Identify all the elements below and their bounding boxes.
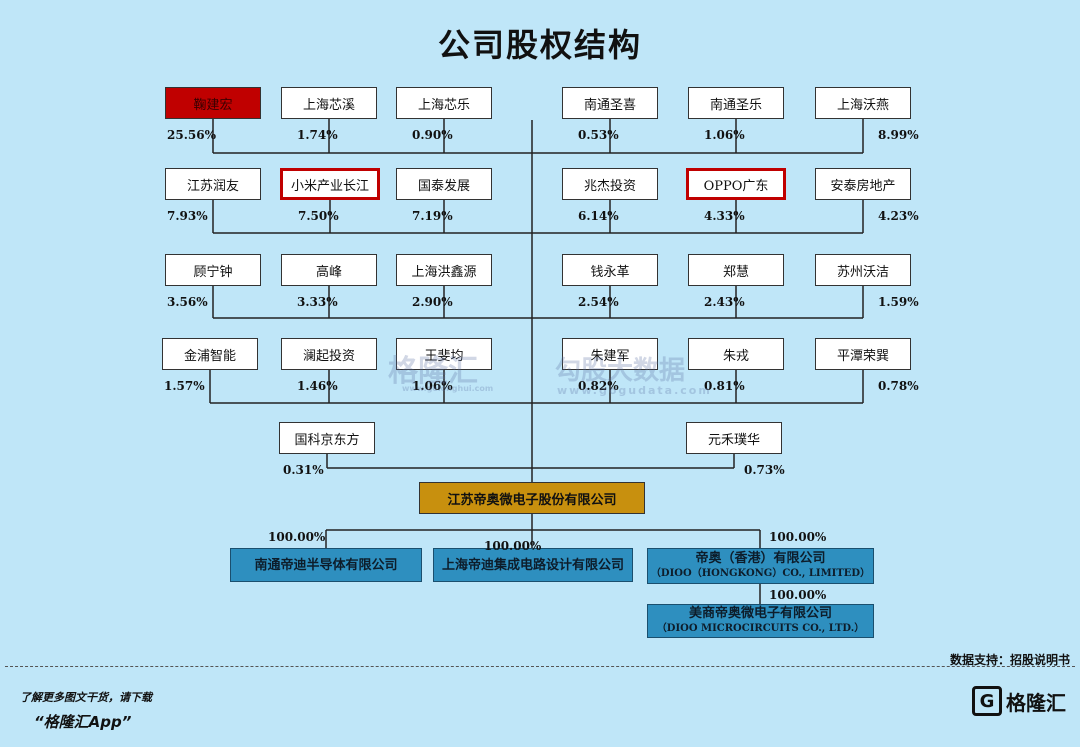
subsidiary-en-name: （DIOO（HONGKONG）CO., LIMITED） — [650, 568, 871, 579]
shareholder-pct: 8.99% — [878, 128, 919, 142]
shareholder-pct: 7.50% — [298, 209, 339, 223]
shareholder-pct: 0.53% — [578, 128, 619, 142]
watermark-brand-url: www.gelonghui.com — [402, 384, 494, 393]
shareholder-pct: 4.23% — [878, 209, 919, 223]
shareholder-box: 安泰房地产 — [815, 168, 911, 200]
footer-line2: “格隆汇App” — [34, 713, 132, 731]
subsidiary-box: 帝奥（香港）有限公司 （DIOO（HONGKONG）CO., LIMITED） — [647, 548, 874, 584]
shareholder-box: 王斐均 — [396, 338, 492, 370]
shareholder-pct: 1.57% — [164, 379, 205, 393]
shareholder-pct: 0.82% — [578, 379, 619, 393]
shareholder-box: 江苏润友 — [165, 168, 261, 200]
shareholder-box: 苏州沃洁 — [815, 254, 911, 286]
footer-line1: 了解更多图文干货，请下载 — [20, 691, 152, 704]
shareholder-box: 金浦智能 — [162, 338, 258, 370]
watermark-brand2: 勾股大数据 — [555, 356, 686, 386]
shareholder-pct: 0.31% — [283, 463, 324, 477]
subsidiary-name: 南通帝迪半导体有限公司 — [254, 557, 398, 573]
subsidiary-box: 上海帝迪集成电路设计有限公司 — [433, 548, 633, 582]
brand-logo: G 格隆汇 — [972, 686, 1066, 716]
shareholder-box: 顾宁钟 — [165, 254, 261, 286]
shareholder-pct: 1.06% — [412, 379, 453, 393]
shareholder-box: 上海芯溪 — [281, 87, 377, 119]
shareholder-box: 平潭荣巽 — [815, 338, 911, 370]
shareholder-pct: 1.46% — [297, 379, 338, 393]
source-note: 数据支持：招股说明书 — [949, 653, 1070, 667]
shareholder-box: 南通圣乐 — [688, 87, 784, 119]
shareholder-pct: 0.73% — [744, 463, 785, 477]
shareholder-pct: 6.14% — [578, 209, 619, 223]
shareholder-pct: 3.33% — [297, 295, 338, 309]
shareholder-box: 南通圣喜 — [562, 87, 658, 119]
shareholder-pct: 2.43% — [704, 295, 745, 309]
watermark-brand2-url: www.gogudata.com — [557, 384, 712, 397]
shareholder-pct: 25.56% — [167, 128, 216, 142]
subsidiary-name: 帝奥（香港）有限公司 — [695, 551, 826, 566]
shareholder-box: 鞠建宏 — [165, 87, 261, 119]
shareholder-box: 朱建军 — [562, 338, 658, 370]
subsidiary-name: 上海帝迪集成电路设计有限公司 — [441, 557, 624, 573]
logo-g-icon: G — [972, 686, 1002, 716]
shareholder-box: 国科京东方 — [279, 422, 375, 454]
subsidiary-pct: 100.00% — [769, 530, 827, 544]
shareholder-box: 小米产业长江 — [280, 168, 380, 200]
shareholder-pct: 1.74% — [297, 128, 338, 142]
shareholder-box: 上海芯乐 — [396, 87, 492, 119]
shareholder-pct: 0.78% — [878, 379, 919, 393]
shareholder-pct: 3.56% — [167, 295, 208, 309]
shareholder-pct: 1.59% — [878, 295, 919, 309]
shareholder-box: 国泰发展 — [396, 168, 492, 200]
shareholder-pct: 0.90% — [412, 128, 453, 142]
company-box: 江苏帝奥微电子股份有限公司 — [419, 482, 645, 514]
shareholder-box: 高峰 — [281, 254, 377, 286]
logo-text: 格隆汇 — [1006, 690, 1066, 715]
subsidiary-name: 美商帝奥微电子有限公司 — [688, 606, 832, 621]
shareholder-pct: 1.06% — [704, 128, 745, 142]
shareholder-box: 钱永革 — [562, 254, 658, 286]
shareholder-pct: 2.90% — [412, 295, 453, 309]
shareholder-pct: 2.54% — [578, 295, 619, 309]
shareholder-box: 上海洪鑫源 — [396, 254, 492, 286]
subsidiary-pct: 100.00% — [769, 588, 827, 602]
page-title: 公司股权结构 — [437, 26, 642, 64]
watermark-brand: 格隆汇 — [388, 354, 478, 389]
subsidiary-en-name: （DIOO MICROCIRCUITS CO., LTD.） — [656, 623, 865, 634]
shareholder-box: 朱戎 — [688, 338, 784, 370]
shareholder-box: 郑慧 — [688, 254, 784, 286]
divider — [5, 666, 1075, 667]
shareholder-pct: 0.81% — [704, 379, 745, 393]
shareholder-pct: 7.93% — [167, 209, 208, 223]
subsidiary-box: 美商帝奥微电子有限公司 （DIOO MICROCIRCUITS CO., LTD.… — [647, 604, 874, 638]
shareholder-pct: 7.19% — [412, 209, 453, 223]
subsidiary-pct: 100.00% — [268, 530, 326, 544]
shareholder-box: OPPO广东 — [686, 168, 786, 200]
shareholder-box: 上海沃燕 — [815, 87, 911, 119]
shareholder-pct: 4.33% — [704, 209, 745, 223]
shareholder-box: 澜起投资 — [281, 338, 377, 370]
subsidiary-pct: 100.00% — [484, 539, 542, 553]
shareholder-box: 兆杰投资 — [562, 168, 658, 200]
shareholder-box: 元禾璞华 — [686, 422, 782, 454]
subsidiary-box: 南通帝迪半导体有限公司 — [230, 548, 422, 582]
